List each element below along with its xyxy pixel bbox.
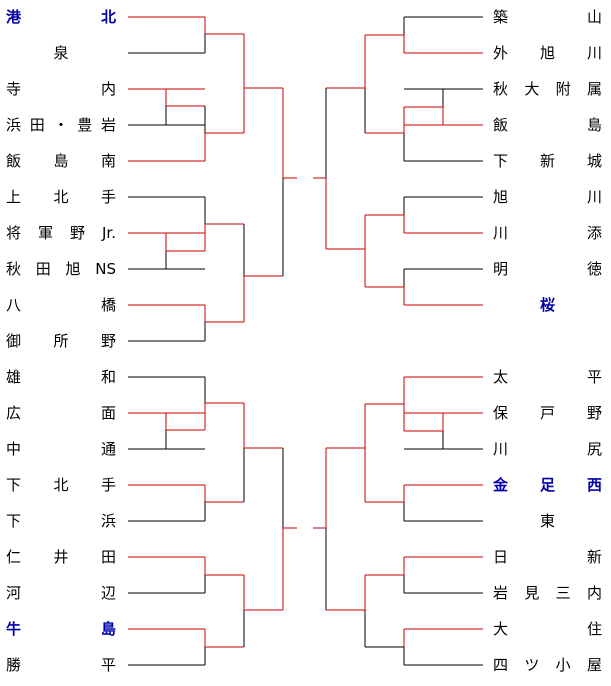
team-name: 桜 [539, 296, 555, 314]
team-name: 雄和 [6, 368, 116, 386]
team-name: 外旭川 [493, 44, 602, 62]
team-name: 旭川 [493, 188, 602, 206]
team-name: 牛島 [6, 620, 116, 638]
team-name: 築山 [493, 8, 602, 26]
team-name: 浜田・豊岩 [6, 116, 116, 134]
team-name: 下浜 [6, 512, 116, 530]
team-name: 上北手 [6, 188, 116, 206]
team-name: 飯島 [493, 116, 602, 134]
team-name: 中通 [6, 440, 116, 458]
team-name: 岩見三内 [493, 584, 602, 602]
team-name: 勝平 [6, 656, 116, 674]
team-name: 保戸野 [493, 404, 602, 422]
team-name: 大住 [493, 620, 602, 638]
team-name: 下北手 [6, 476, 116, 494]
team-name: 飯島南 [6, 152, 116, 170]
team-name: 明徳 [493, 260, 602, 278]
team-name: 日新 [493, 548, 602, 566]
team-name: 広面 [6, 404, 116, 422]
team-name: 寺内 [6, 80, 116, 98]
team-name: 下新城 [493, 152, 602, 170]
team-name: 港北 [6, 8, 116, 26]
team-name: 泉 [53, 44, 69, 62]
team-name: 太平 [493, 368, 602, 386]
team-name: 仁井田 [6, 548, 116, 566]
team-name: 金足西 [493, 476, 602, 494]
team-name: 秋大附属 [493, 80, 602, 98]
team-name: 御所野 [6, 332, 116, 350]
team-name: 八橋 [6, 296, 116, 314]
team-name: 河辺 [6, 584, 116, 602]
team-name: 四ツ小屋 [493, 656, 602, 674]
team-name: 川添 [493, 224, 602, 242]
team-name: 東 [539, 512, 555, 530]
team-name: 川尻 [493, 440, 602, 458]
